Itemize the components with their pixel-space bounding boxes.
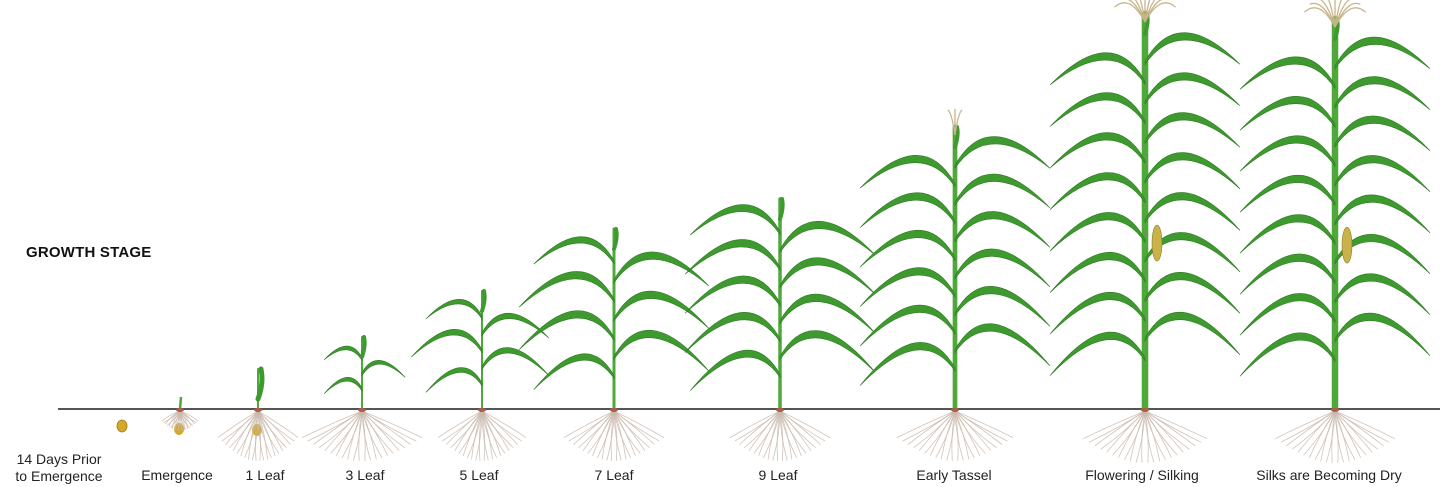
ear-silks xyxy=(1341,226,1353,264)
tassel xyxy=(947,109,963,136)
plant-r2-roots xyxy=(1274,408,1396,463)
stage-label-silks-drying: Silks are Becoming Dry xyxy=(1256,467,1402,483)
ear-silks xyxy=(1151,224,1163,262)
stage-label-pre-line1: 14 Days Prior xyxy=(16,451,102,467)
tassel xyxy=(1303,0,1367,28)
growth-stage-heading: GROWTH STAGE xyxy=(26,244,152,261)
plant-vt-roots xyxy=(896,408,1014,461)
stage-label-pre: 14 Days Prior to Emergence xyxy=(15,451,102,485)
plant-v9-roots xyxy=(729,408,831,461)
plant-v9 xyxy=(684,197,876,411)
seed-kernel xyxy=(116,419,128,433)
stage-label-1-leaf: 1 Leaf xyxy=(245,467,285,483)
stage-label-9-leaf: 9 Leaf xyxy=(758,467,798,483)
plant-v3-roots xyxy=(301,408,423,461)
plant-v3 xyxy=(323,335,406,410)
stage-label-emergence: Emergence xyxy=(141,467,213,483)
stage-label-flowering-silking: Flowering / Silking xyxy=(1085,467,1199,483)
stage-label-3-leaf: 3 Leaf xyxy=(345,467,385,483)
plant-ve-roots xyxy=(161,408,199,432)
plant-v5 xyxy=(410,289,550,410)
plant-vt xyxy=(859,109,1051,412)
plant-v1-roots xyxy=(217,408,299,461)
plant-pre xyxy=(116,419,128,433)
plant-r2 xyxy=(1239,0,1431,413)
plant-v7-roots xyxy=(563,408,665,461)
stage-label-5-leaf: 5 Leaf xyxy=(459,467,499,483)
plant-r1-roots xyxy=(1082,408,1208,463)
plant-v5-roots xyxy=(437,408,527,461)
stage-label-early-tassel: Early Tassel xyxy=(916,467,992,483)
tassel xyxy=(1113,0,1177,23)
stage-label-7-leaf: 7 Leaf xyxy=(594,467,634,483)
plant-r1 xyxy=(1049,0,1241,413)
stage-label-pre-line2: to Emergence xyxy=(15,468,103,484)
plant-v7 xyxy=(518,227,710,411)
